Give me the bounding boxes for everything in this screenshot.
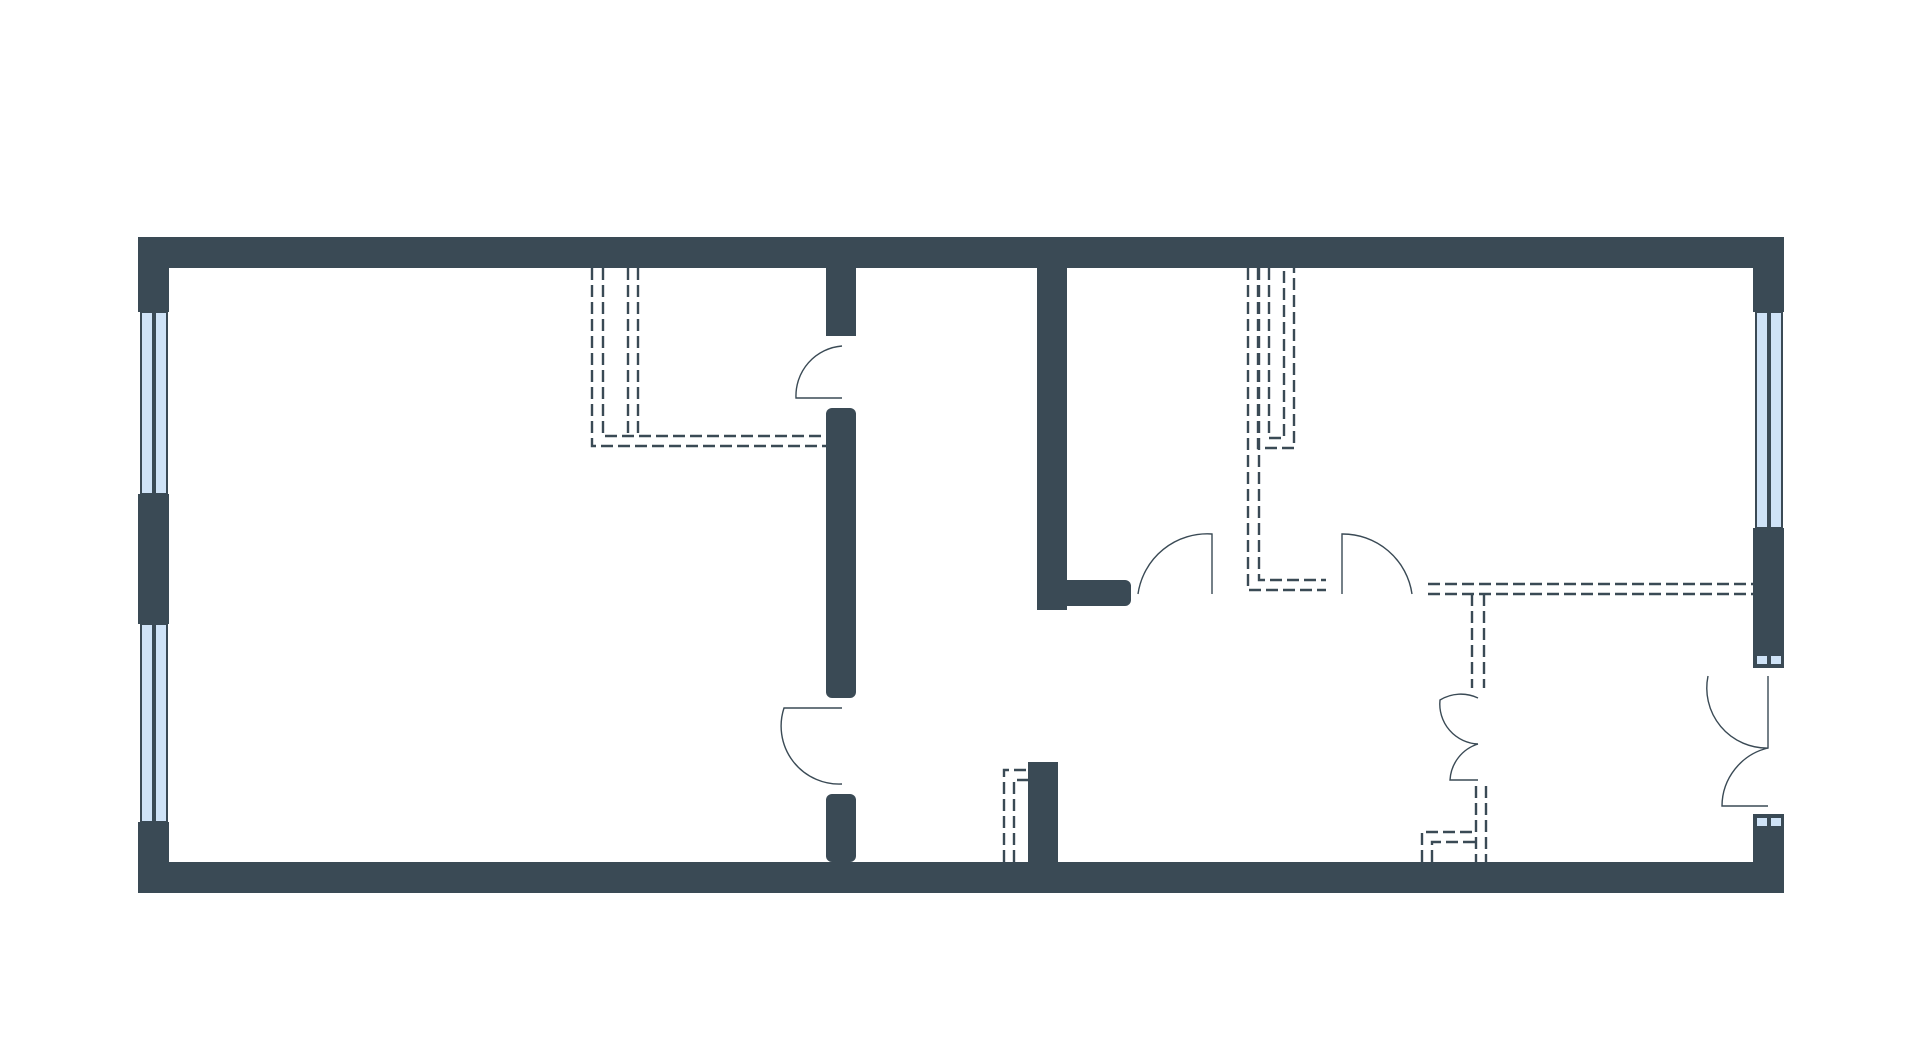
wall-left-room-center [826, 408, 856, 698]
interior-walls [826, 268, 1131, 862]
exterior-wall-right-middle [1753, 528, 1784, 668]
door-hall-right-b-icon [1341, 533, 1413, 595]
windows [140, 311, 1783, 828]
wall-left-room-top-stub [826, 268, 856, 336]
exterior-wall-right-top [1753, 237, 1784, 312]
partition-bath-vertical-lower [1474, 786, 1488, 862]
partition-hall-bottom-duct [1002, 768, 1028, 862]
partition-right-duct-left [1256, 268, 1296, 450]
wall-hall-bottom-stub [1028, 762, 1058, 862]
window-right-upper [1755, 311, 1783, 529]
partition-left-room-outer [590, 268, 826, 448]
door-bath-upper-icon [1439, 693, 1479, 745]
partition-left-room-inner [601, 268, 826, 438]
exterior-wall-top [138, 237, 1784, 268]
exterior-wall-bottom [138, 862, 1784, 893]
door-left-room-bottom-icon [780, 707, 843, 785]
window-right-door-jamb-top [1755, 654, 1783, 666]
partition-right-outer [1246, 268, 1326, 592]
window-right-door-jamb-bottom [1755, 816, 1783, 828]
partition-bath-vertical-upper [1470, 594, 1486, 688]
exterior-wall-left-top [138, 237, 169, 312]
window-left-upper [140, 311, 168, 495]
exterior-wall-left-middle [138, 494, 169, 624]
door-right-exterior-lower-icon [1721, 747, 1769, 807]
exterior-walls [138, 237, 1784, 893]
wall-hall-vertical [1037, 268, 1067, 610]
partitions [590, 268, 1753, 862]
window-left-lower [140, 623, 168, 823]
door-hall-right-a-icon [1137, 533, 1213, 595]
wall-left-room-bottom-stub [826, 794, 856, 862]
door-left-room-top-icon [795, 345, 843, 399]
wall-hall-horizontal [1037, 580, 1131, 606]
doors [780, 345, 1769, 807]
door-bath-lower-icon [1449, 743, 1479, 781]
partition-right-duct-right [1267, 268, 1286, 440]
door-right-exterior-upper-icon [1706, 675, 1769, 749]
exterior-wall-left-bottom [138, 822, 169, 893]
partition-bath-box [1420, 830, 1476, 862]
